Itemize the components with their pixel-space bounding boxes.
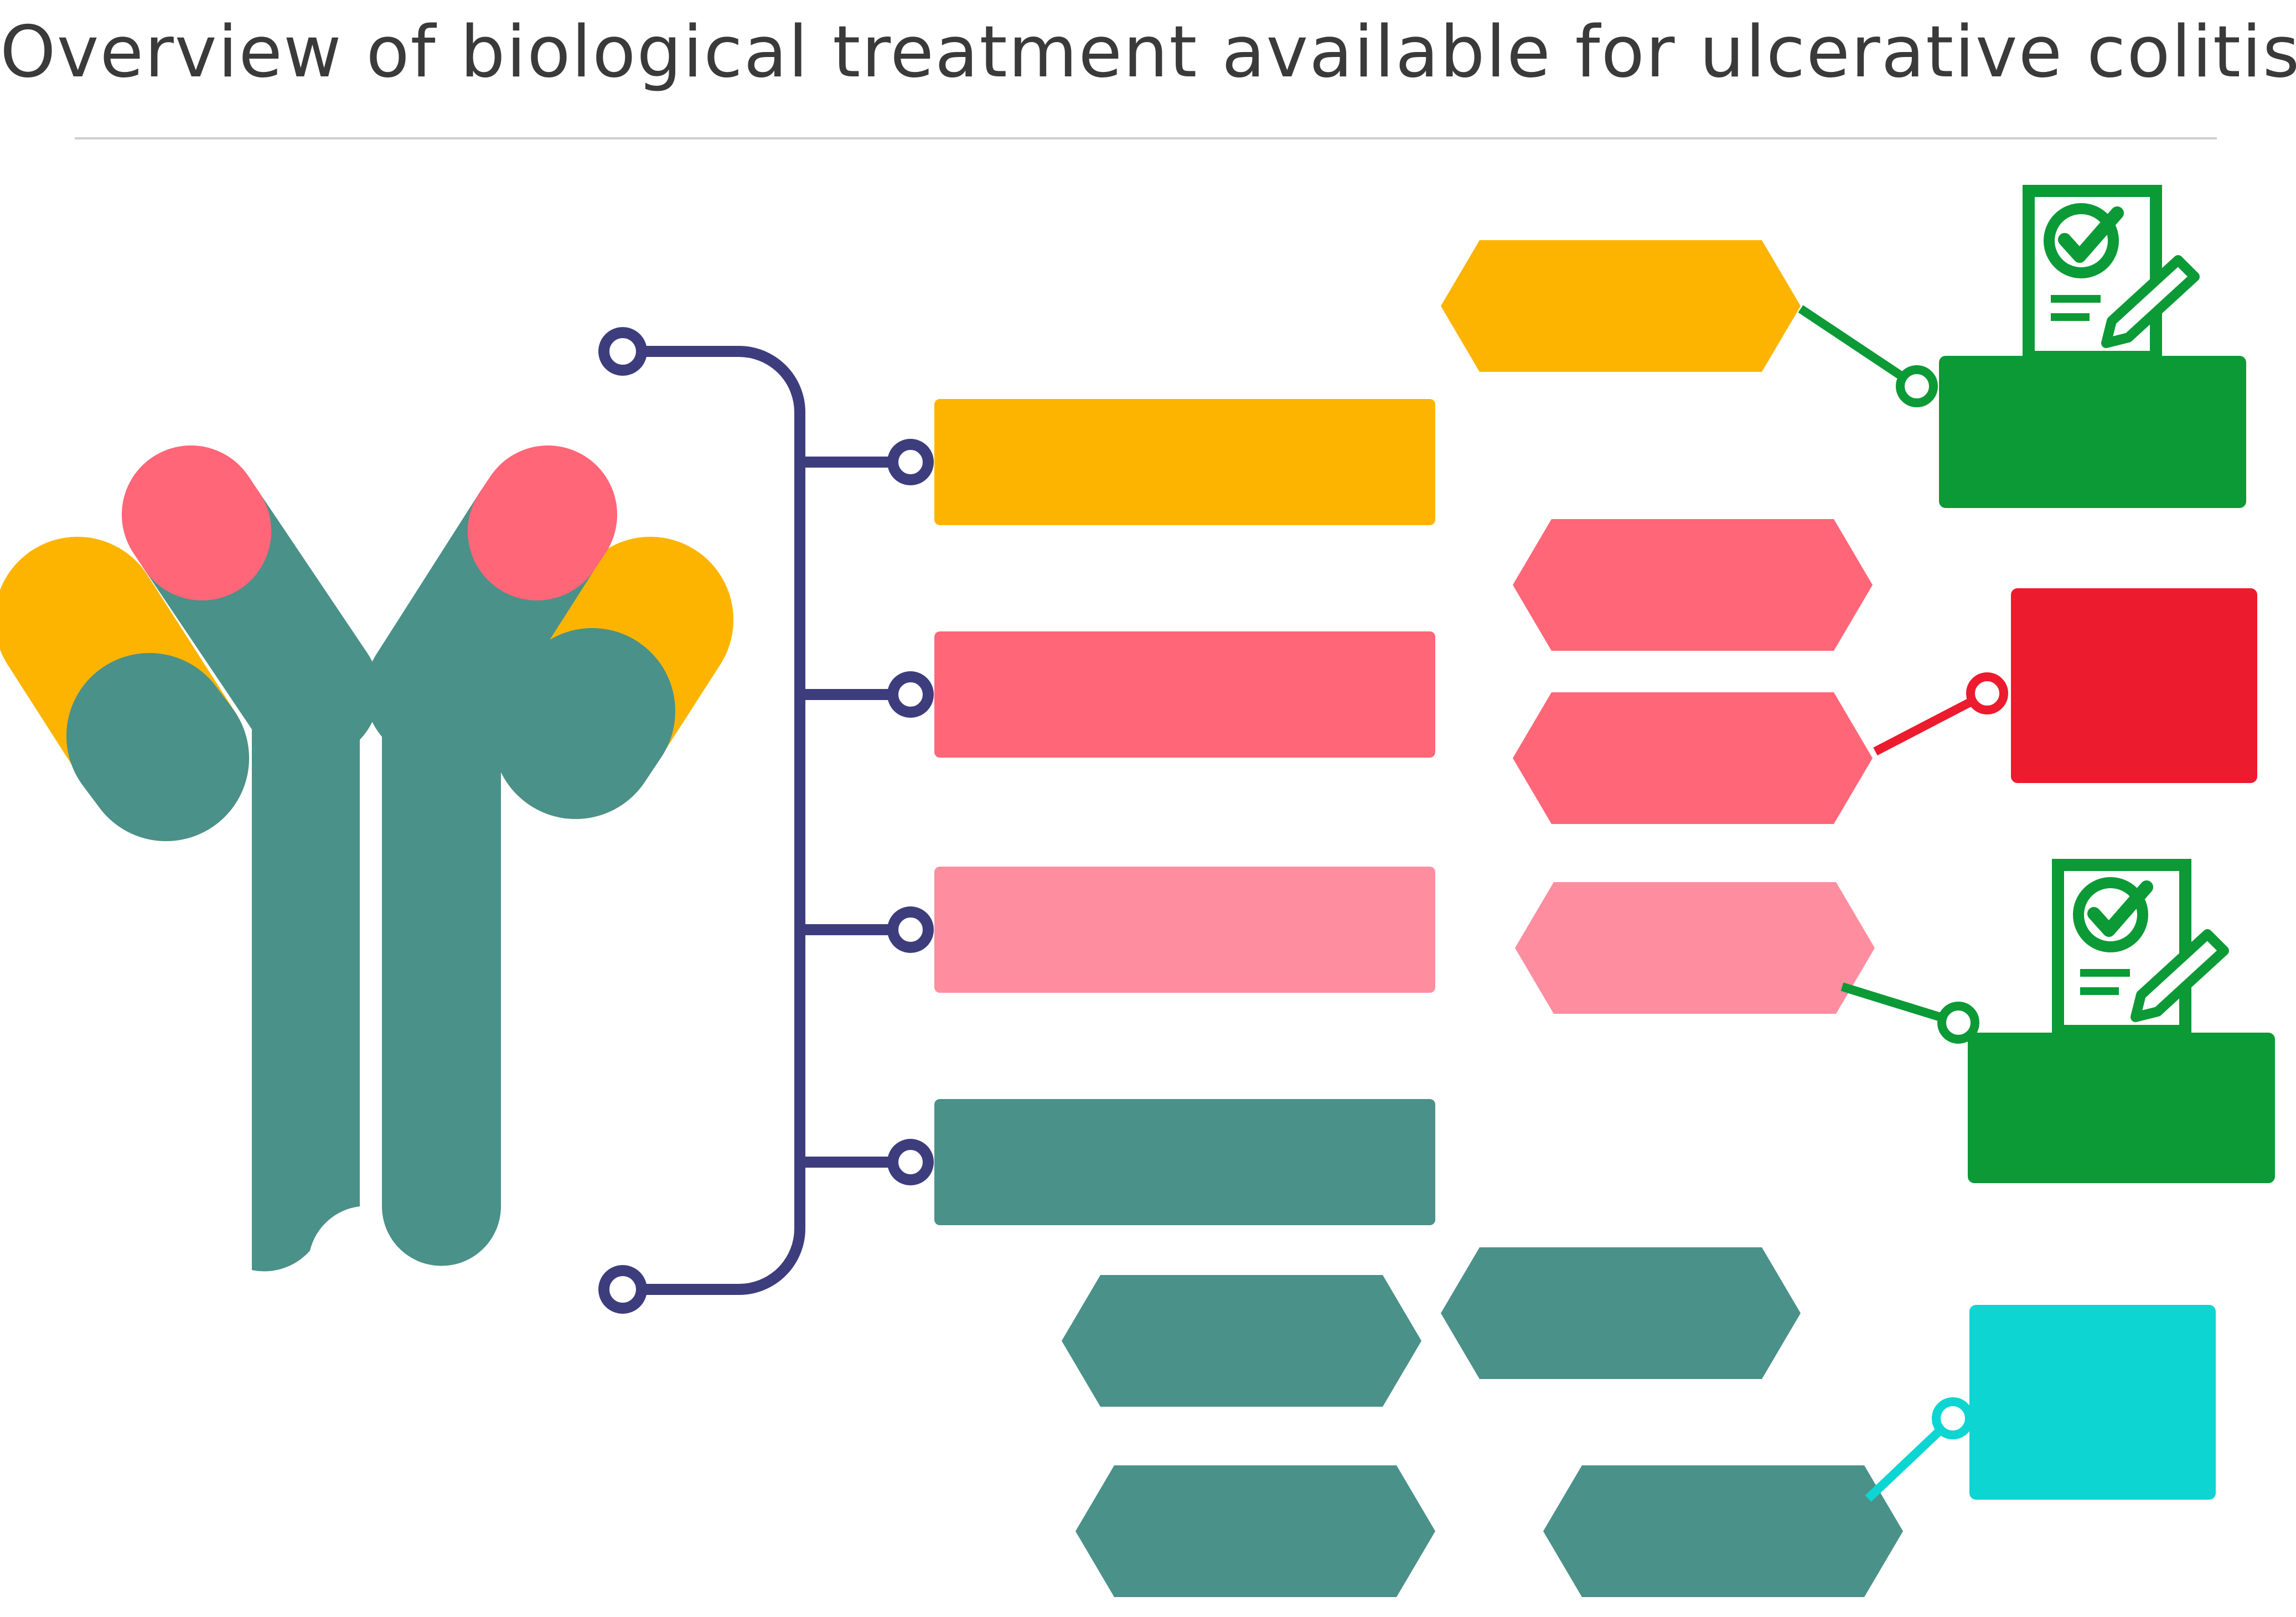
drug-name-label bbox=[1515, 882, 1875, 1014]
antibody-icon bbox=[0, 445, 733, 1272]
title-divider bbox=[75, 137, 2217, 139]
antibody-class-box bbox=[934, 867, 1435, 993]
drug-hexagon bbox=[1062, 1275, 1421, 1407]
antibody-bracket bbox=[598, 327, 934, 1314]
status-connector-node bbox=[1966, 672, 2008, 714]
drug-hexagon bbox=[1441, 240, 1801, 372]
status-box bbox=[1969, 1305, 2216, 1500]
antibody-class-box bbox=[934, 1099, 1435, 1225]
antibody-left-heavy-chain bbox=[122, 445, 379, 1272]
status-box bbox=[1939, 356, 2246, 508]
drug-name-label bbox=[1062, 1275, 1421, 1407]
drug-name-label bbox=[1513, 692, 1873, 824]
status-box bbox=[2011, 588, 2257, 783]
bracket-top-node bbox=[598, 327, 647, 376]
approval-document-icon bbox=[2023, 185, 2200, 363]
antibody-right-heavy-chain bbox=[365, 445, 617, 1266]
antibody-class-box bbox=[934, 631, 1435, 758]
status-label bbox=[1939, 356, 2246, 508]
drug-name-label bbox=[1441, 240, 1801, 372]
drug-hexagon bbox=[1513, 692, 1873, 824]
drug-hexagon bbox=[1075, 1465, 1435, 1597]
status-label bbox=[2011, 588, 2257, 783]
status-label bbox=[1968, 1033, 2275, 1183]
antibody-left-light-chain bbox=[0, 537, 249, 841]
drug-name-label bbox=[1543, 1465, 1903, 1597]
drug-name-label bbox=[1513, 519, 1873, 651]
antibody-class-label bbox=[934, 399, 1435, 525]
status-connector-node bbox=[1896, 365, 1938, 407]
status-label bbox=[1969, 1305, 2216, 1500]
bracket-branch-node bbox=[887, 1139, 934, 1185]
bracket-bottom-node bbox=[598, 1265, 647, 1314]
antibody-class-label bbox=[934, 1099, 1435, 1225]
drug-name-label bbox=[1441, 1247, 1801, 1379]
antibody-class-label bbox=[934, 867, 1435, 993]
bracket-branch-node bbox=[887, 906, 934, 953]
antibody-class-label bbox=[934, 631, 1435, 758]
status-connector-node bbox=[1937, 1002, 1979, 1044]
drug-hexagon bbox=[1543, 1465, 1903, 1597]
approval-document-icon bbox=[2052, 859, 2229, 1037]
drug-hexagon bbox=[1515, 882, 1875, 1014]
status-connector-node bbox=[1932, 1397, 1974, 1439]
status-connector bbox=[1798, 305, 1920, 390]
bracket-branch-node bbox=[887, 439, 934, 485]
antibody-right-light-chain bbox=[493, 537, 733, 819]
page-title: Overview of biological treatment availab… bbox=[0, 11, 2296, 94]
bracket-branch-node bbox=[887, 671, 934, 718]
drug-name-label bbox=[1075, 1465, 1435, 1597]
status-box bbox=[1968, 1033, 2275, 1183]
drug-hexagon bbox=[1513, 519, 1873, 651]
drug-hexagon bbox=[1441, 1247, 1801, 1379]
antibody-class-box bbox=[934, 399, 1435, 525]
